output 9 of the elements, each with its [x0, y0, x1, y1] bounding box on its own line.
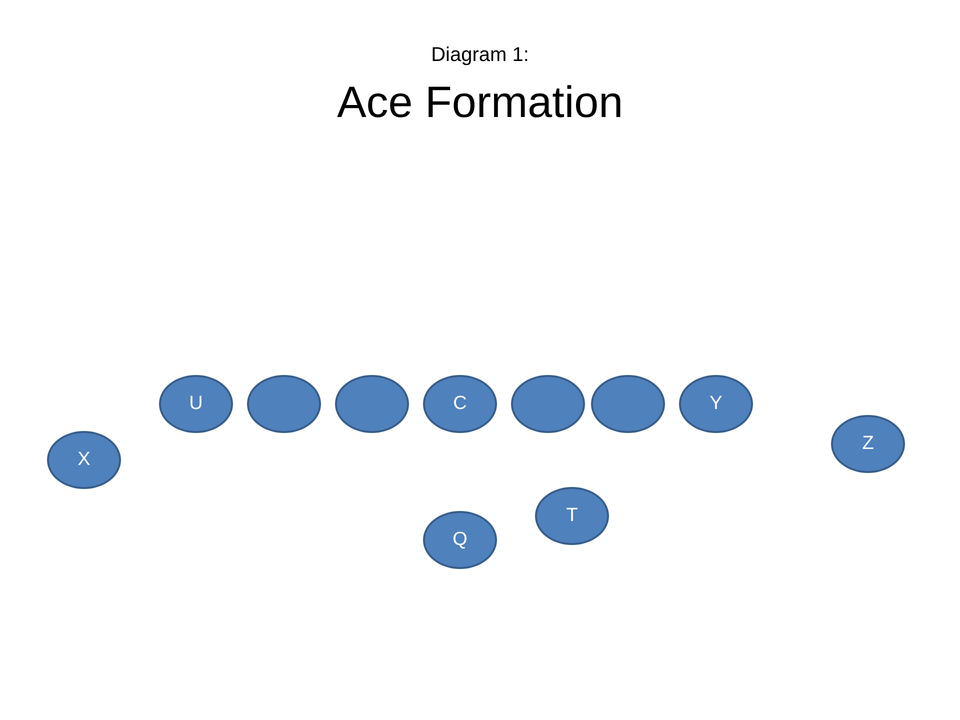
- player-label: T: [566, 505, 578, 527]
- player-label: U: [189, 393, 203, 415]
- title-text: Ace Formation: [336, 78, 624, 128]
- player-label: Y: [710, 393, 722, 415]
- player-label: Q: [452, 529, 468, 551]
- player-label: Z: [862, 433, 874, 455]
- player-label: X: [78, 449, 90, 471]
- subtitle-text: Diagram 1:: [430, 44, 530, 67]
- player-label: C: [453, 393, 467, 415]
